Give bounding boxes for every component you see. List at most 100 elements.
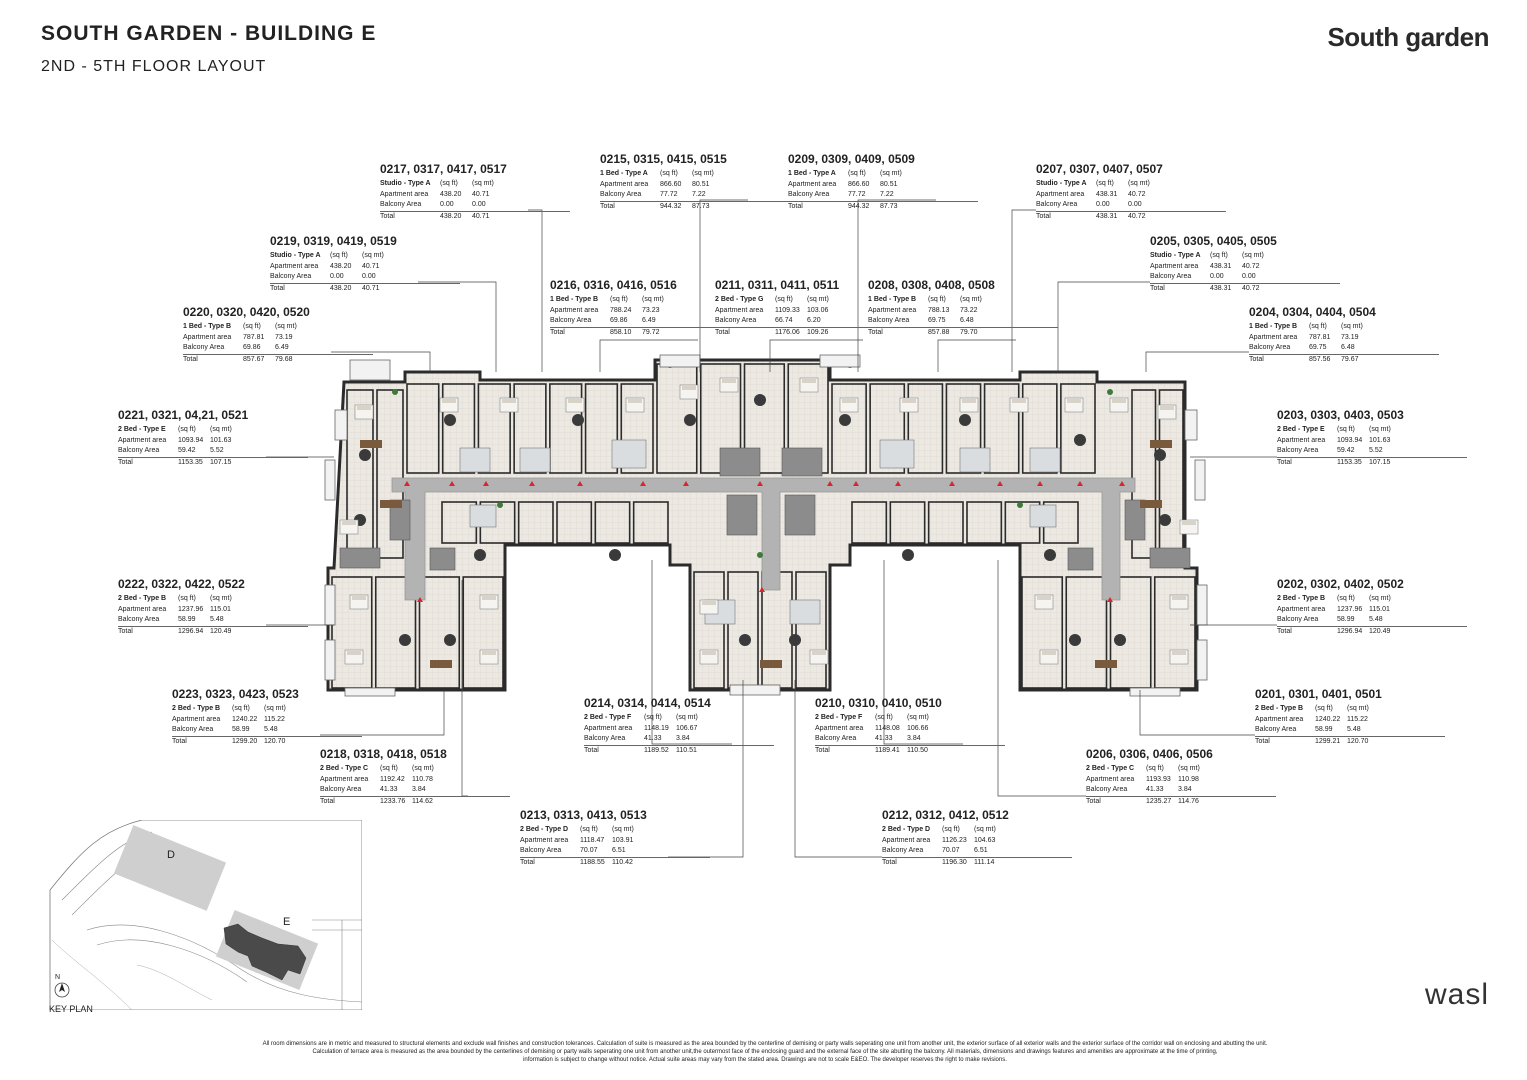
apartment-sqmt: 40.71 bbox=[362, 262, 380, 270]
sqft-header: (sq ft) bbox=[440, 180, 458, 187]
plant-icon bbox=[497, 502, 503, 508]
balcony-label: Balcony Area bbox=[600, 191, 642, 198]
balcony-label: Balcony Area bbox=[1150, 273, 1192, 280]
balcony bbox=[1184, 409, 1198, 441]
dining-table-icon bbox=[572, 414, 584, 426]
pillow-icon bbox=[1172, 651, 1186, 655]
unit-type: 1 Bed - Type A bbox=[788, 170, 836, 177]
sqmt-header: (sq mt) bbox=[642, 296, 664, 303]
southwest-rooms bbox=[462, 576, 504, 689]
apartment-sqmt: 110.78 bbox=[412, 775, 433, 783]
north-label: N bbox=[55, 974, 60, 981]
entry-marker-icon bbox=[449, 481, 455, 486]
total-sqft: 1296.94 bbox=[1337, 627, 1363, 635]
total-sqft: 1153.35 bbox=[178, 458, 203, 466]
balcony-label: Balcony Area bbox=[118, 616, 160, 623]
sqft-header: (sq ft) bbox=[380, 765, 398, 772]
unit-area-table: 0221, 0321, 04,21, 0521 2 Bed - Type E(s… bbox=[118, 408, 308, 468]
sqft-header: (sq ft) bbox=[1315, 705, 1333, 712]
sqft-header: (sq ft) bbox=[1146, 765, 1164, 772]
disclaimer-line: All room dimensions are in metric and me… bbox=[262, 1041, 1268, 1047]
leader-line bbox=[794, 680, 882, 858]
balcony-label: Balcony Area bbox=[1277, 447, 1319, 454]
unit-numbers: 0208, 0308, 0408, 0508 bbox=[868, 278, 995, 292]
entry-marker-icon bbox=[895, 481, 901, 486]
dining-table-icon bbox=[474, 549, 486, 561]
balcony-label: Balcony Area bbox=[815, 735, 857, 742]
apartment-label: Apartment area bbox=[788, 180, 837, 188]
entry-marker-icon bbox=[529, 481, 535, 486]
apartment-sqmt: 115.01 bbox=[1369, 605, 1390, 613]
sqft-header: (sq ft) bbox=[875, 714, 893, 721]
balcony-label: Balcony Area bbox=[520, 847, 562, 854]
apartment-sqft: 1193.93 bbox=[1146, 775, 1171, 783]
balcony bbox=[1196, 639, 1208, 681]
balcony-sqmt: 5.48 bbox=[210, 616, 224, 623]
balcony-sqmt: 3.84 bbox=[1178, 786, 1192, 793]
dining-table-icon bbox=[1114, 634, 1126, 646]
balcony-sqmt: 5.48 bbox=[1369, 616, 1383, 623]
bathroom bbox=[879, 439, 915, 469]
pillow-icon bbox=[1067, 399, 1081, 403]
leader-line bbox=[320, 690, 445, 736]
balcony-sqmt: 6.51 bbox=[974, 847, 988, 854]
balcony bbox=[349, 359, 391, 381]
unit-numbers: 0221, 0321, 04,21, 0521 bbox=[118, 408, 249, 422]
total-sqmt: 110.51 bbox=[676, 746, 697, 754]
total-label: Total bbox=[1036, 212, 1051, 220]
total-sqmt: 40.72 bbox=[1128, 212, 1146, 220]
pillow-icon bbox=[442, 399, 456, 403]
apartment-label: Apartment area bbox=[1086, 775, 1135, 783]
building-e-footprint bbox=[223, 923, 307, 981]
total-label: Total bbox=[1277, 627, 1292, 635]
dining-table-icon bbox=[399, 634, 411, 646]
apartment-label: Apartment area bbox=[584, 724, 633, 732]
bathroom bbox=[611, 439, 647, 469]
total-sqft: 1296.94 bbox=[178, 627, 204, 635]
stair-core bbox=[1124, 499, 1146, 541]
plant-icon bbox=[1017, 502, 1023, 508]
sqft-header: (sq ft) bbox=[243, 323, 261, 330]
apartment-sqmt: 80.51 bbox=[880, 180, 898, 188]
dining-table-icon bbox=[444, 634, 456, 646]
disclaimer-line: information is subject to change without… bbox=[523, 1057, 1007, 1063]
lower-right-rooms bbox=[851, 501, 888, 544]
pillow-icon bbox=[1160, 406, 1174, 410]
sqft-header: (sq ft) bbox=[644, 714, 662, 721]
total-sqmt: 110.42 bbox=[612, 858, 633, 866]
unit-type: 2 Bed - Type C bbox=[320, 765, 369, 772]
balcony-label: Balcony Area bbox=[1036, 201, 1078, 208]
unit-numbers: 0212, 0312, 0412, 0512 bbox=[882, 808, 1009, 822]
bathroom bbox=[469, 504, 497, 528]
unit-type: 1 Bed - Type B bbox=[550, 296, 599, 303]
total-label: Total bbox=[600, 202, 615, 210]
sqmt-header: (sq mt) bbox=[275, 323, 297, 330]
balcony-sqmt: 5.52 bbox=[210, 447, 224, 454]
sqft-header: (sq ft) bbox=[580, 826, 598, 833]
pillow-icon bbox=[722, 379, 736, 383]
unit-area-table: 0211, 0311, 0411, 0511 2 Bed - Type G(sq… bbox=[715, 278, 905, 338]
balcony-label: Balcony Area bbox=[183, 344, 225, 351]
upper-right-rooms bbox=[1060, 383, 1096, 474]
total-label: Total bbox=[1277, 458, 1292, 466]
entry-marker-icon bbox=[1119, 481, 1125, 486]
apartment-label: Apartment area bbox=[118, 436, 167, 444]
dining-table-icon bbox=[754, 394, 766, 406]
unit-numbers: 0210, 0310, 0410, 0510 bbox=[815, 696, 942, 710]
entry-marker-icon bbox=[483, 481, 489, 486]
sqmt-header: (sq mt) bbox=[412, 765, 434, 772]
dining-table-icon bbox=[1069, 634, 1081, 646]
leader-line bbox=[599, 339, 698, 372]
apartment-sqmt: 73.19 bbox=[1341, 333, 1359, 341]
apartment-label: Apartment area bbox=[550, 306, 599, 314]
unit-area-table: 0206, 0306, 0406, 0506 2 Bed - Type C(sq… bbox=[1086, 747, 1276, 807]
balcony-sqmt: 6.48 bbox=[960, 317, 974, 324]
key-plan-label: KEY PLAN bbox=[49, 1004, 93, 1014]
balcony-sqft: 69.86 bbox=[243, 344, 261, 351]
apartment-sqmt: 115.01 bbox=[210, 605, 231, 613]
unit-type: 2 Bed - Type B bbox=[1277, 595, 1326, 602]
balcony-sqft: 41.33 bbox=[644, 735, 662, 742]
unit-area-table: 0222, 0322, 0422, 0522 2 Bed - Type B(sq… bbox=[118, 577, 308, 637]
apartment-sqmt: 101.63 bbox=[210, 436, 232, 444]
